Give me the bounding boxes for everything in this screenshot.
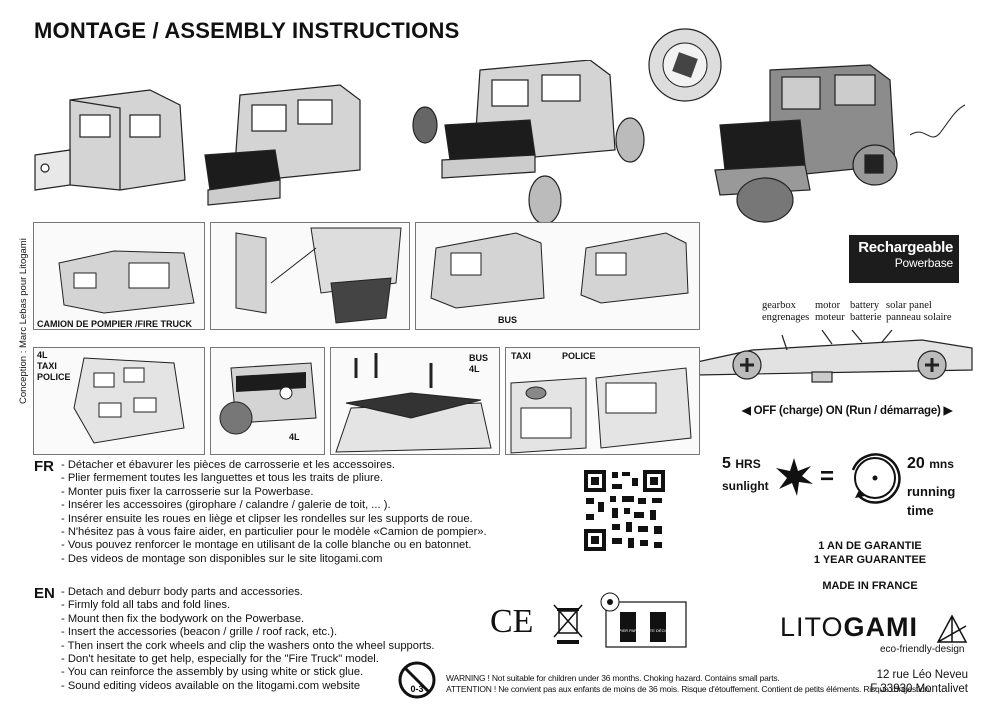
designer-credit-text: Conception : Marc Lebas pour Litogami: [18, 238, 29, 404]
switch-label-text: OFF (charge) ON (Run / démarrage): [753, 405, 941, 417]
address-line-2: F 33930 Montalivet: [870, 683, 968, 695]
brand-tagline: eco-friendly-design: [880, 644, 965, 655]
solar-sunlight-label: sunlight: [722, 479, 769, 493]
instruction-fr-item: - N'hésitez pas à vous faire aider, en p…: [61, 526, 487, 539]
instruction-en-item: - Mount then fix the bodywork on the Pow…: [61, 612, 305, 625]
running-label: running: [907, 484, 956, 499]
instruction-fr-item: - Détacher et ébavurer les pièces de car…: [61, 459, 395, 471]
age-warning-icon: 0-3: [398, 661, 436, 699]
switch-left-arrow-icon: ◀: [742, 405, 751, 417]
fire-truck-panel: CAMION DE POMPIER /FIRE TRUCK: [33, 222, 205, 330]
instruction-en-item: - Firmly fold all tabs and fold lines.: [61, 599, 231, 612]
time-label: time: [907, 503, 934, 518]
instruction-fr-item: - Des videos de montage son disponibles …: [61, 552, 383, 565]
company-address: 12 rue Léo Neveu F 33930 Montalivet: [840, 668, 968, 696]
guarantee-fr: 1 AN DE GARANTIE: [818, 540, 922, 552]
fire-truck-label: CAMION DE POMPIER /FIRE TRUCK: [37, 319, 193, 329]
lang-code-fr: FR: [34, 458, 54, 475]
switch-label: ◀ OFF (charge) ON (Run / démarrage) ▶: [742, 403, 953, 417]
paper-bin-label: PAPIER PAPER: [614, 628, 643, 633]
step1-body-illustration: [34, 89, 186, 191]
instructions-fr-list: - Détacher et ébavurer les pièces de car…: [61, 459, 487, 566]
wheel-detail-illustration: [648, 28, 722, 102]
instruction-en-item: - You can reinforce the assembly by usin…: [61, 666, 364, 679]
warning-fr: ATTENTION ! Ne convient pas aux enfants …: [446, 684, 932, 694]
bus-panel: BUS: [415, 222, 700, 330]
warning-en: WARNING ! Not suitable for children unde…: [446, 673, 780, 683]
instruction-fr-item: - Insérer ensuite les roues en liège et …: [61, 512, 473, 525]
sun-icon: [776, 458, 813, 496]
waste-bin-label: WASTE DÉCHETS: [641, 628, 676, 633]
brand-name-b: GAMI: [843, 612, 919, 642]
step3-body-illustration: [412, 60, 645, 225]
ce-mark-icon: CE: [490, 603, 534, 640]
model-4l-taxi-police-label: 4L TAXI POLICE: [37, 350, 71, 382]
taxi-police-illustration: [510, 367, 692, 454]
rotation-icon: [851, 453, 901, 504]
powerbase-text: Powerbase: [894, 256, 953, 270]
component-gearbox: gearbox engrenages: [762, 300, 810, 323]
made-in-france: MADE IN FRANCE: [822, 580, 918, 592]
roof-rack-panel: BUS 4L: [330, 347, 500, 455]
police-label: POLICE: [562, 351, 596, 361]
instructions-en-list: - Detach and deburr body parts and acces…: [61, 586, 435, 693]
switch-right-arrow-icon: ▶: [943, 405, 953, 417]
lang-code-en: EN: [34, 585, 55, 602]
taxi-label: TAXI: [511, 351, 531, 361]
rechargeable-powerbase-badge: Rechargeable Powerbase: [849, 235, 959, 283]
guarantee-text: 1 AN DE GARANTIE 1 YEAR GUARANTEE: [810, 539, 930, 567]
component-solar-panel: solar panel panneau solaire: [886, 300, 952, 323]
unfolded-body-illustration: [73, 357, 185, 444]
rechargeable-text: Rechargeable: [858, 239, 953, 256]
model-4l-illustration: [219, 362, 317, 435]
equals-sign: =: [820, 463, 835, 490]
crossed-bin-icon: [553, 604, 583, 644]
age-warning-text: 0-3: [410, 684, 423, 694]
brand-logo: LITOGAMI: [780, 612, 918, 643]
instruction-en-item: - Detach and deburr body parts and acces…: [61, 586, 303, 598]
recycling-icon: PAPIER PAPER WASTE DÉCHETS: [600, 592, 687, 648]
bus-4l-label: BUS 4L: [469, 353, 489, 374]
running-minutes: 20 mns: [907, 455, 954, 472]
fire-truck-illustration: [58, 250, 195, 314]
step2-body-illustration: [204, 84, 361, 206]
solar-hours: 5 HRS: [722, 455, 761, 472]
roof-rack-illustration: [335, 353, 492, 453]
instruction-en-item: - Sound editing videos available on the …: [61, 679, 361, 692]
assembly-steps-top: [34, 60, 645, 225]
instruction-fr-item: - Plier fermement toutes les languettes …: [61, 472, 384, 485]
taxi-police-panel: TAXI POLICE: [505, 347, 700, 455]
instruction-en-item: - Then insert the cork wheels and clip t…: [61, 639, 435, 652]
page-title: MONTAGE / ASSEMBLY INSTRUCTIONS: [34, 18, 460, 43]
instruction-en-item: - Insert the accessories (beacon / grill…: [61, 626, 338, 639]
component-battery: battery batterie: [850, 300, 882, 323]
designer-credit: Conception : Marc Lebas pour Litogami: [8, 222, 29, 404]
bus-label: BUS: [498, 315, 518, 325]
safety-warning: WARNING ! Not suitable for children unde…: [446, 673, 931, 695]
instruction-fr-item: - Vous pouvez renforcer le montage en ut…: [61, 539, 472, 552]
bus-illustration: [430, 232, 689, 309]
component-motor: motor moteur: [815, 300, 845, 323]
powerbase-chassis-illustration: [696, 330, 973, 383]
qr-code-icon[interactable]: [582, 468, 667, 553]
instruction-fr-item: - Monter puis fixer la carrosserie sur l…: [61, 485, 314, 498]
guarantee-en: 1 YEAR GUARANTEE: [813, 554, 927, 566]
brand-name-a: LITO: [780, 612, 844, 642]
instruction-fr-item: - Insérer les accessoires (girophare / c…: [61, 499, 391, 512]
fire-truck-detail-illustration: [235, 227, 402, 324]
model-4l-panel: 4L: [210, 347, 325, 455]
fire-truck-detail-panel: [210, 222, 410, 330]
instruction-en-item: - Don't hesitate to get help, especially…: [61, 653, 379, 666]
address-line-1: 12 rue Léo Neveu: [876, 669, 968, 681]
model-4l-taxi-police-panel: 4L TAXI POLICE: [33, 347, 205, 455]
model-4l-label: 4L: [289, 432, 300, 442]
completed-car-illustration: [714, 64, 966, 223]
origami-logo-icon: [936, 614, 968, 643]
